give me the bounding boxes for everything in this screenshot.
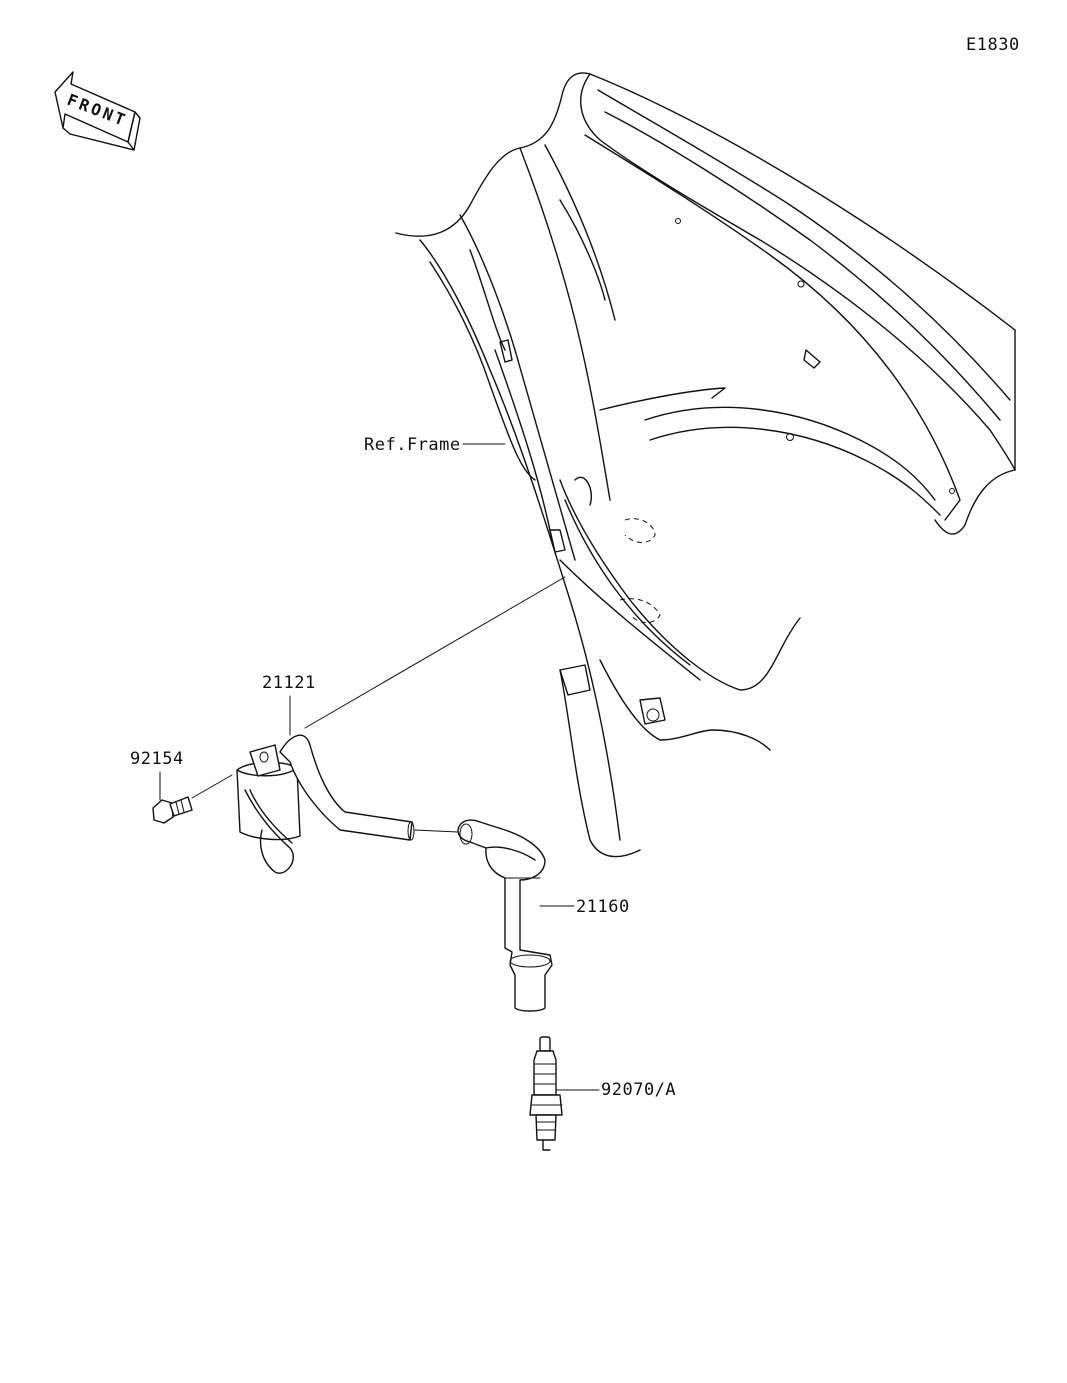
label-92070-a: 92070/A (601, 1080, 676, 1100)
diagram-code: E1830 (966, 35, 1020, 55)
label-21160: 21160 (576, 897, 630, 917)
spark-plug (529, 1036, 563, 1151)
label-92154: 92154 (130, 749, 184, 769)
plug-cap (457, 819, 553, 1012)
ignition-coil (236, 734, 415, 874)
label-21121: 21121 (262, 673, 316, 693)
frame-reference (395, 72, 1016, 858)
bolt-92154 (152, 796, 193, 824)
front-arrow-icon: FRONT (54, 71, 141, 151)
label-ref-frame: Ref.Frame (364, 435, 461, 455)
